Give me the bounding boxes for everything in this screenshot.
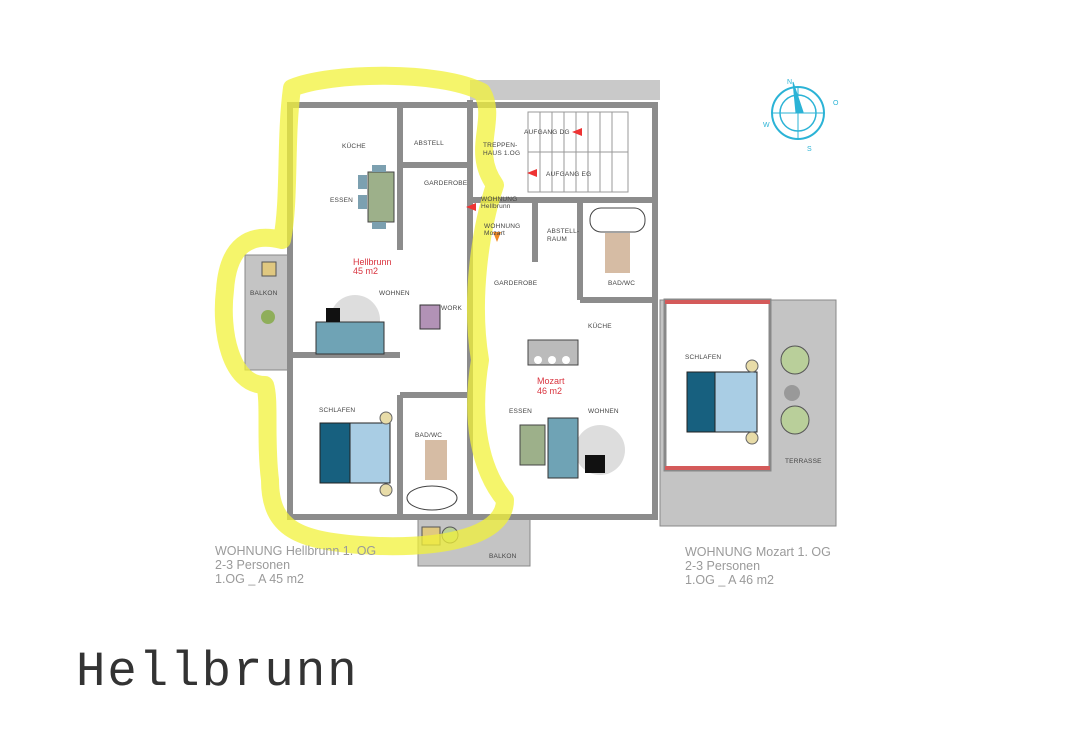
label-work: WORK: [441, 305, 462, 312]
caption-hellbrunn-area: 1.OG _ A 45 m2: [215, 572, 304, 586]
stairs: [527, 111, 629, 193]
label-abstell: ABSTELL: [414, 140, 444, 147]
label-wohnen-hellbrunn: WOHNEN: [379, 290, 410, 297]
label-mozart-name: Mozart: [537, 376, 565, 386]
direction-arrows: [466, 128, 582, 242]
caption-hellbrunn: WOHNUNG Hellbrunn 1. OG 2-3 Personen 1.O…: [215, 544, 376, 586]
caption-mozart-persons: 2-3 Personen: [685, 559, 761, 573]
page-title: Hellbrunn: [76, 644, 359, 700]
label-essen-mozart: ESSEN: [509, 408, 532, 415]
compass-n: N: [787, 79, 792, 86]
compass-s: S: [807, 146, 812, 153]
caption-mozart: WOHNUNG Mozart 1. OG 2-3 Personen 1.OG _…: [685, 545, 831, 587]
label-treppenhaus-2: HAUS 1.OG: [483, 150, 520, 157]
label-aufgang-dg: AUFGANG DG: [524, 129, 570, 136]
label-balkon-left: BALKON: [250, 290, 278, 297]
label-badwc-mozart: BAD/WC: [608, 280, 635, 287]
label-treppenhaus-1: TREPPEN-: [483, 142, 517, 149]
highlight-hellbrunn: [214, 66, 514, 556]
compass-o: O: [833, 100, 839, 107]
label-mozart-area: 46 m2: [537, 386, 562, 396]
compass-w: W: [763, 122, 770, 129]
label-garderobe-hellbrunn: GARDEROBE: [424, 180, 468, 187]
room-labels: KÜCHE ABSTELL GARDEROBE ESSEN TREPPEN- H…: [250, 129, 822, 560]
furniture: [261, 165, 810, 546]
label-hellbrunn-name: Hellbrunn: [353, 257, 392, 267]
compass-icon: N S W O: [763, 79, 839, 153]
label-hellbrunn-area: 45 m2: [353, 266, 378, 276]
label-garderobe-mozart: GARDEROBE: [494, 280, 538, 287]
label-kueche-mozart: KÜCHE: [588, 322, 612, 330]
label-badwc-hellbrunn: BAD/WC: [415, 432, 442, 439]
caption-hellbrunn-persons: 2-3 Personen: [215, 558, 291, 572]
label-terrasse: TERRASSE: [785, 458, 822, 465]
label-aufgang-eg: AUFGANG EG: [546, 171, 591, 178]
label-kueche-hellbrunn: KÜCHE: [342, 142, 366, 150]
label-wohnung-hellbrunn-2: Hellbrunn: [481, 203, 511, 210]
label-schlafen-hellbrunn: SCHLAFEN: [319, 407, 355, 414]
label-wohnung-mozart-1: WOHNUNG: [484, 223, 520, 230]
label-wohnung-hellbrunn-1: WOHNUNG: [481, 196, 517, 203]
label-wohnung-mozart-2: Mozart: [484, 230, 505, 237]
caption-hellbrunn-title: WOHNUNG Hellbrunn 1. OG: [215, 544, 377, 558]
roof-strip: [470, 80, 660, 100]
label-schlafen-mozart: SCHLAFEN: [685, 354, 721, 361]
label-abstellraum-1: ABSTELL-: [547, 228, 579, 235]
caption-mozart-area: 1.OG _ A 46 m2: [685, 573, 774, 587]
label-balkon-bottom: BALKON: [489, 553, 517, 560]
label-essen-hellbrunn: ESSEN: [330, 197, 353, 204]
caption-mozart-title: WOHNUNG Mozart 1. OG: [685, 545, 831, 559]
label-wohnen-mozart: WOHNEN: [588, 408, 619, 415]
label-abstellraum-2: RAUM: [547, 236, 567, 243]
